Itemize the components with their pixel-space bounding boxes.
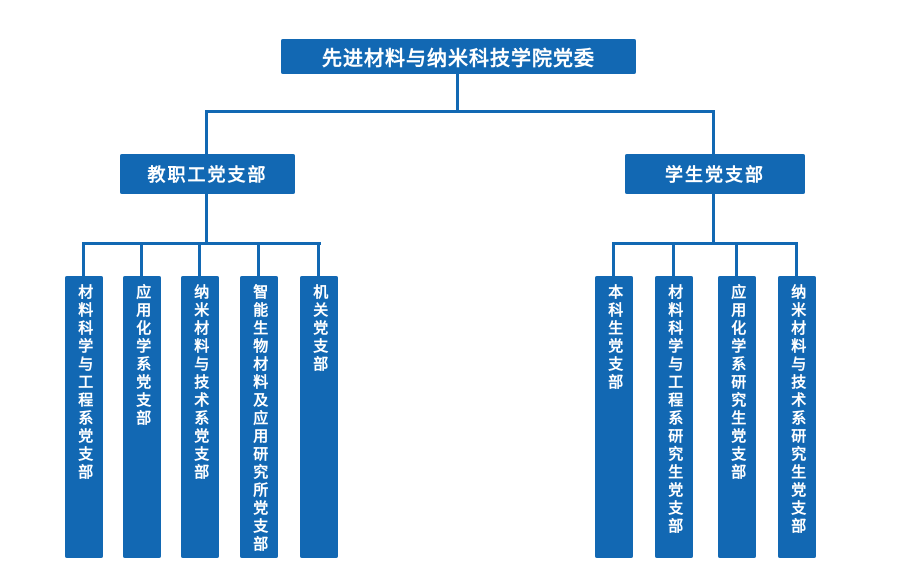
leaf-box-administration: 机关党支部 [300,276,338,558]
leaf-label: 纳米材料与技术系党支部 [192,284,210,482]
leaf-box-smart-biomaterials-institute: 智能生物材料及应用研究所党支部 [240,276,278,558]
leaf-label: 材料科学与工程系研究生党支部 [666,284,684,536]
leaf-box-materials-science-dept: 材料科学与工程系党支部 [65,276,103,558]
leaf-box-materials-science-grad: 材料科学与工程系研究生党支部 [655,276,693,558]
connector-student-child-stub [612,242,615,277]
leaf-label: 应用化学系党支部 [134,284,152,428]
leaf-box-nano-materials-grad: 纳米材料与技术系研究生党支部 [778,276,816,558]
connector-student-child-stub [672,242,675,277]
connector-faculty-child-stub [82,242,85,277]
connector-student-drop-bottom [712,194,715,245]
connector-student-child-stub [795,242,798,277]
connector-student-drop-top [712,110,715,154]
leaf-label: 智能生物材料及应用研究所党支部 [251,284,269,554]
leaf-label: 材料科学与工程系党支部 [76,284,94,482]
leaf-box-applied-chemistry-grad: 应用化学系研究生党支部 [718,276,756,558]
connector-faculty-child-stub [198,242,201,277]
branch-box-student: 学生党支部 [625,154,805,194]
leaf-box-applied-chemistry-dept: 应用化学系党支部 [123,276,161,558]
connector-top-horizontal [205,110,715,113]
connector-student-child-stub [735,242,738,277]
branch-student-label: 学生党支部 [665,165,765,185]
connector-student-children-horizontal [612,242,798,245]
leaf-label: 应用化学系研究生党支部 [729,284,747,482]
leaf-label: 本科生党支部 [606,284,624,392]
root-label: 先进材料与纳米科技学院党委 [322,48,595,70]
connector-faculty-child-stub [317,242,320,277]
leaf-label: 机关党支部 [311,284,329,374]
branch-box-faculty: 教职工党支部 [120,154,295,194]
connector-root-drop [456,73,459,112]
branch-faculty-label: 教职工党支部 [147,165,268,185]
root-box: 先进材料与纳米科技学院党委 [281,39,636,74]
leaf-box-undergraduate: 本科生党支部 [595,276,633,558]
connector-faculty-children-horizontal [82,242,321,245]
leaf-label: 纳米材料与技术系研究生党支部 [789,284,807,536]
connector-faculty-child-stub [140,242,143,277]
connector-faculty-child-stub [257,242,260,277]
connector-faculty-drop-bottom [205,194,208,245]
leaf-box-nano-materials-dept: 纳米材料与技术系党支部 [181,276,219,558]
connector-faculty-drop-top [205,110,208,154]
